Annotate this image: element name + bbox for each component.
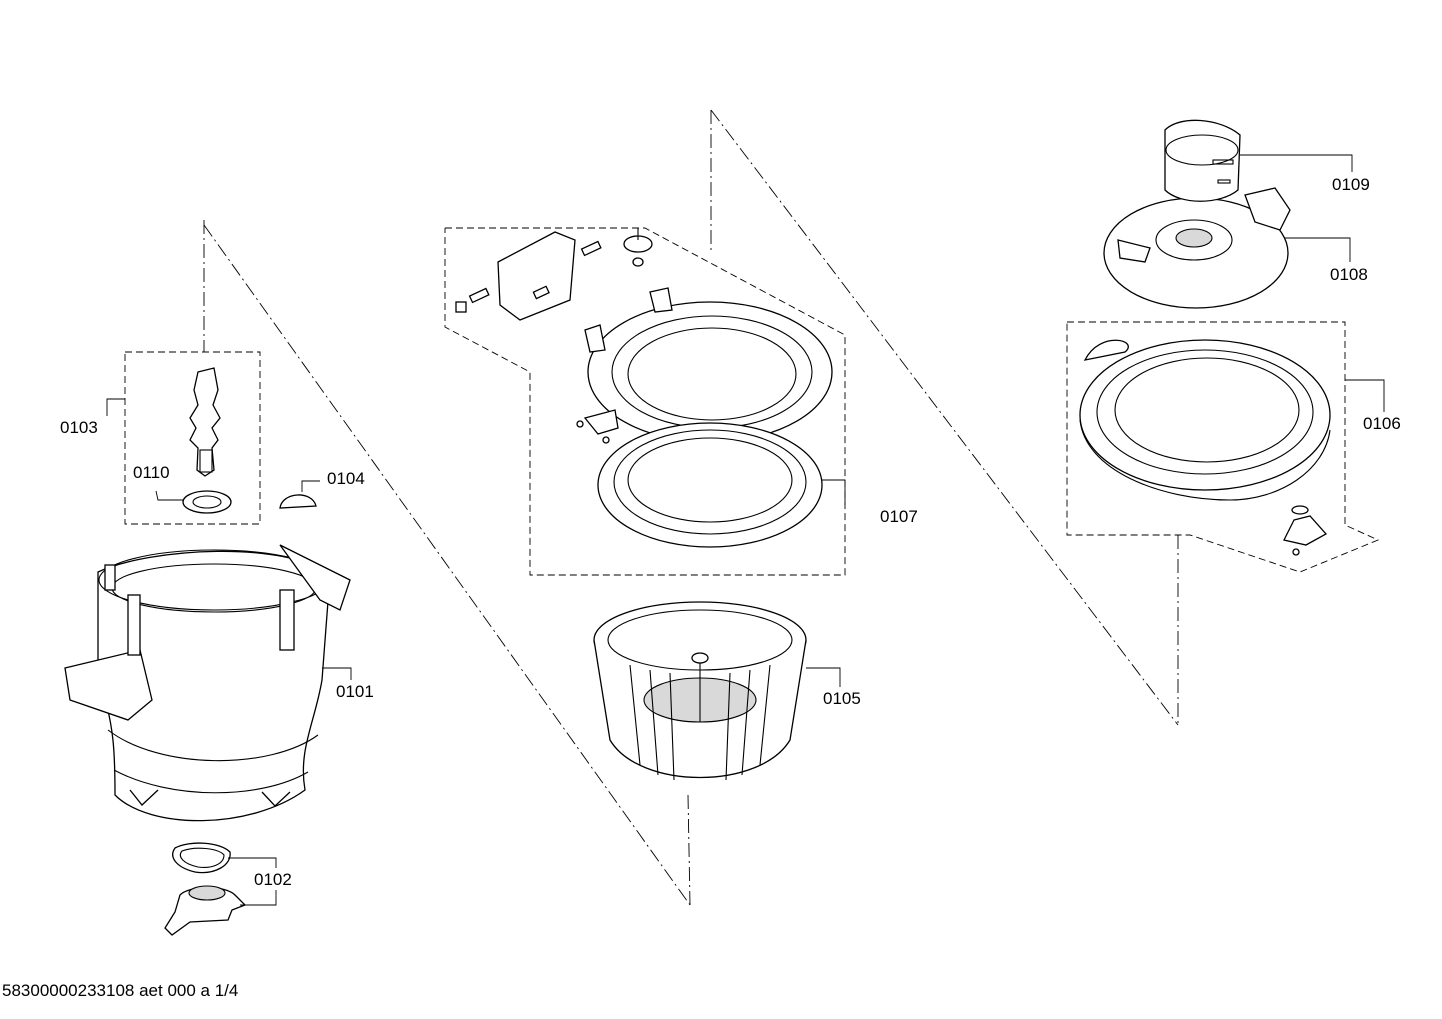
callout-0101: 0101 (336, 682, 374, 701)
callout-0102: 0102 (254, 870, 292, 889)
callout-0109: 0109 (1332, 175, 1370, 194)
part-bowl (64, 544, 351, 822)
callout-0106: 0106 (1363, 414, 1401, 433)
part-seal-coupling (164, 842, 247, 936)
group-boxes (124, 227, 1380, 576)
part-lid-seal-ring (1079, 339, 1331, 556)
drawing-number: 58300000233108 aet 000 a 1/4 (2, 981, 239, 1000)
leader-lines (106, 154, 1385, 906)
callout-0110: 0110 (133, 463, 170, 482)
callout-0104: 0104 (327, 469, 365, 488)
part-blade-shaft (189, 367, 221, 477)
part-cap (279, 494, 317, 509)
callout-0105: 0105 (823, 689, 861, 708)
callout-labels: 0103 0110 0104 0101 0102 0107 0105 0106 … (60, 175, 1401, 889)
callout-0108: 0108 (1330, 265, 1368, 284)
part-lid-rings (455, 228, 833, 548)
section-dividers (203, 109, 1179, 906)
part-ring (182, 490, 232, 514)
part-measuring-cup (1164, 119, 1241, 202)
part-basket (593, 601, 807, 781)
callout-0103: 0103 (60, 418, 98, 437)
callout-0107: 0107 (880, 507, 918, 526)
part-lid (1103, 187, 1291, 309)
